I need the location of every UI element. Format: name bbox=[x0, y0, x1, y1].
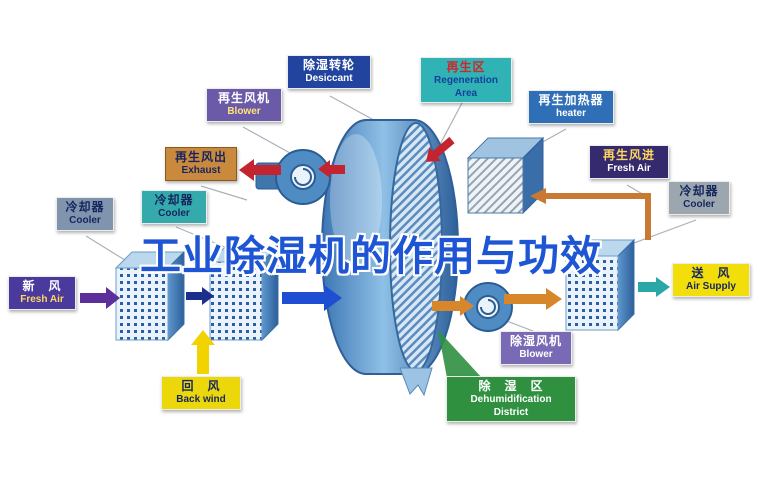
label-regen-heater-zh: 再生加热器 bbox=[538, 93, 604, 107]
label-regeneration-area: 再生区 Regeneration Area bbox=[420, 57, 512, 103]
district-connector bbox=[438, 330, 482, 378]
page-title: 工业除湿机的作用与功效 bbox=[140, 233, 602, 279]
ahu-left-1 bbox=[114, 250, 186, 342]
label-cooler-left-en: Cooler bbox=[69, 215, 101, 226]
label-dehumid-district-zh: 除 湿 区 bbox=[478, 379, 544, 393]
label-cooler-right-zh: 冷却器 bbox=[679, 184, 719, 198]
into-rotor-arrow bbox=[282, 285, 342, 311]
heater-block bbox=[466, 136, 545, 215]
ahu-left-2 bbox=[208, 244, 280, 342]
regen-zone-arrow bbox=[425, 136, 455, 162]
label-regen-fresh-air: 再生风进 Fresh Air bbox=[589, 145, 669, 179]
regen-intake-arrowhead bbox=[530, 188, 546, 204]
fresh-air-arrow bbox=[80, 287, 120, 309]
label-back-wind: 回 风 Back wind bbox=[161, 376, 241, 410]
label-air-supply-en: Air Supply bbox=[685, 281, 736, 292]
label-regen-blower: 再生风机 Blower bbox=[206, 88, 282, 122]
label-dehumid-blower-en: Blower bbox=[519, 349, 553, 360]
label-regen-exhaust-en: Exhaust bbox=[181, 165, 221, 176]
label-desiccant: 除湿转轮 Desiccant bbox=[287, 55, 371, 89]
label-regen-blower-zh: 再生风机 bbox=[217, 91, 270, 105]
label-regeneration-area-en: Regeneration Area bbox=[434, 75, 498, 99]
ahu-link-arrow bbox=[186, 287, 214, 305]
label-air-supply: 送 风 Air Supply bbox=[672, 263, 750, 297]
label-cooler-mid: 冷却器 Cooler bbox=[141, 190, 207, 224]
label-cooler-right: 冷却器 Cooler bbox=[668, 181, 730, 215]
label-regen-heater: 再生加热器 heater bbox=[528, 90, 614, 124]
callout-lines bbox=[85, 95, 697, 332]
dehumid-blower-fan bbox=[463, 282, 513, 332]
label-fresh-air-in-en: Fresh Air bbox=[20, 294, 64, 305]
label-dehumid-blower: 除湿风机 Blower bbox=[500, 331, 572, 365]
label-regen-exhaust-zh: 再生风出 bbox=[174, 150, 227, 164]
rotor-ribbon bbox=[399, 367, 433, 397]
label-regen-heater-en: heater bbox=[555, 108, 586, 119]
label-dehumid-district-en2: District bbox=[493, 406, 529, 418]
label-fresh-air-in: 新 风 Fresh Air bbox=[8, 276, 76, 310]
rotor-to-blower-arrow bbox=[318, 160, 345, 178]
label-desiccant-zh: 除湿转轮 bbox=[302, 58, 355, 72]
ahu-right bbox=[564, 238, 636, 332]
label-dehumid-blower-zh: 除湿风机 bbox=[509, 334, 562, 348]
label-cooler-mid-zh: 冷却器 bbox=[154, 193, 194, 207]
regen-air-arrows bbox=[239, 136, 651, 240]
label-dehumid-district: 除 湿 区 Dehumidification District bbox=[446, 376, 576, 422]
return-air-arrow bbox=[191, 330, 215, 374]
label-desiccant-en: Desiccant bbox=[305, 73, 353, 84]
regen-blower-fan bbox=[255, 149, 331, 205]
rotor-to-fan-arrow bbox=[432, 296, 474, 316]
supply-air-arrow bbox=[638, 277, 670, 297]
label-regen-fresh-air-en: Fresh Air bbox=[607, 163, 651, 174]
label-back-wind-en: Back wind bbox=[176, 394, 226, 405]
label-cooler-mid-en: Cooler bbox=[158, 208, 190, 219]
fan-to-ahu-arrow bbox=[504, 288, 562, 310]
label-back-wind-zh: 回 风 bbox=[181, 379, 221, 393]
label-regen-blower-en: Blower bbox=[227, 106, 261, 117]
process-air-arrows bbox=[80, 277, 670, 374]
label-dehumid-district-en1: Dehumidification bbox=[470, 394, 552, 405]
regen-intake-duct bbox=[544, 193, 651, 240]
label-cooler-left: 冷却器 Cooler bbox=[56, 197, 114, 231]
label-regen-exhaust: 再生风出 Exhaust bbox=[165, 147, 237, 181]
label-cooler-right-en: Cooler bbox=[683, 199, 715, 210]
label-air-supply-zh: 送 风 bbox=[691, 266, 731, 280]
label-regeneration-area-zh: 再生区 bbox=[446, 60, 486, 74]
label-fresh-air-in-zh: 新 风 bbox=[22, 279, 62, 293]
blower-to-exhaust-arrow bbox=[239, 159, 281, 181]
label-cooler-left-zh: 冷却器 bbox=[65, 200, 105, 214]
label-regen-fresh-air-zh: 再生风进 bbox=[602, 148, 655, 162]
